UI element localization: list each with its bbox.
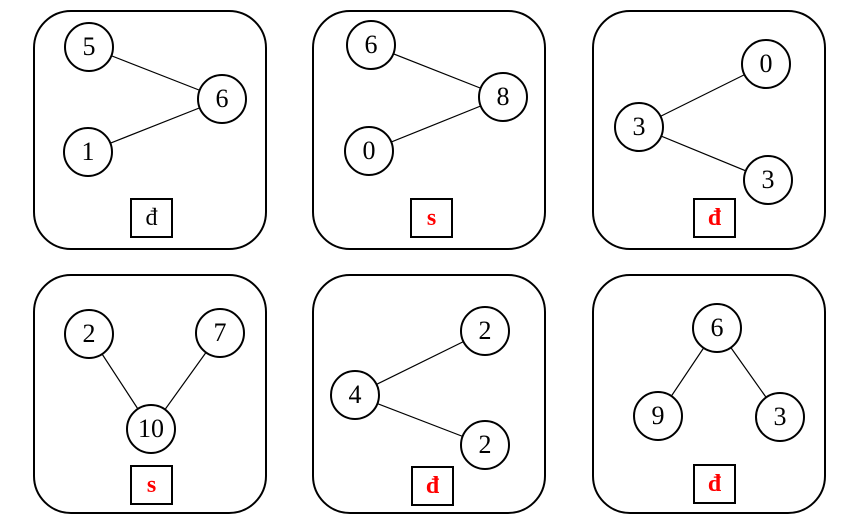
answer-box[interactable]: đ	[693, 464, 736, 504]
answer-box[interactable]: đ	[411, 466, 454, 506]
graph-panel-2: 6 0 8 s	[312, 10, 546, 250]
graph-node: 0	[741, 39, 791, 89]
graph-node: 7	[195, 308, 245, 358]
graph-node: 9	[633, 391, 683, 441]
graph-node: 6	[346, 20, 396, 70]
graph-panel-1: 5 1 6 đ	[33, 10, 267, 250]
graph-panel-4: 2 7 10 s	[33, 274, 267, 514]
graph-node: 2	[64, 309, 114, 359]
graph-node: 2	[460, 306, 510, 356]
graph-node: 6	[692, 303, 742, 353]
graph-node: 1	[63, 127, 113, 177]
graph-node: 3	[755, 392, 805, 442]
graph-panel-3: 0 3 3 đ	[592, 10, 826, 250]
answer-box[interactable]: s	[130, 465, 173, 505]
graph-node: 6	[197, 74, 247, 124]
graph-node: 0	[344, 126, 394, 176]
graph-node: 5	[64, 22, 114, 72]
graph-node: 8	[478, 72, 528, 122]
graph-node: 4	[330, 370, 380, 420]
graph-node: 2	[460, 420, 510, 470]
answer-box[interactable]: đ	[130, 198, 173, 238]
answer-box[interactable]: đ	[693, 198, 736, 238]
graph-panel-5: 2 4 2 đ	[312, 274, 546, 514]
graph-node: 3	[614, 102, 664, 152]
graph-panel-6: 6 9 3 đ	[592, 274, 826, 514]
graph-node: 10	[126, 404, 176, 454]
answer-box[interactable]: s	[410, 198, 453, 238]
graph-node: 3	[743, 155, 793, 205]
